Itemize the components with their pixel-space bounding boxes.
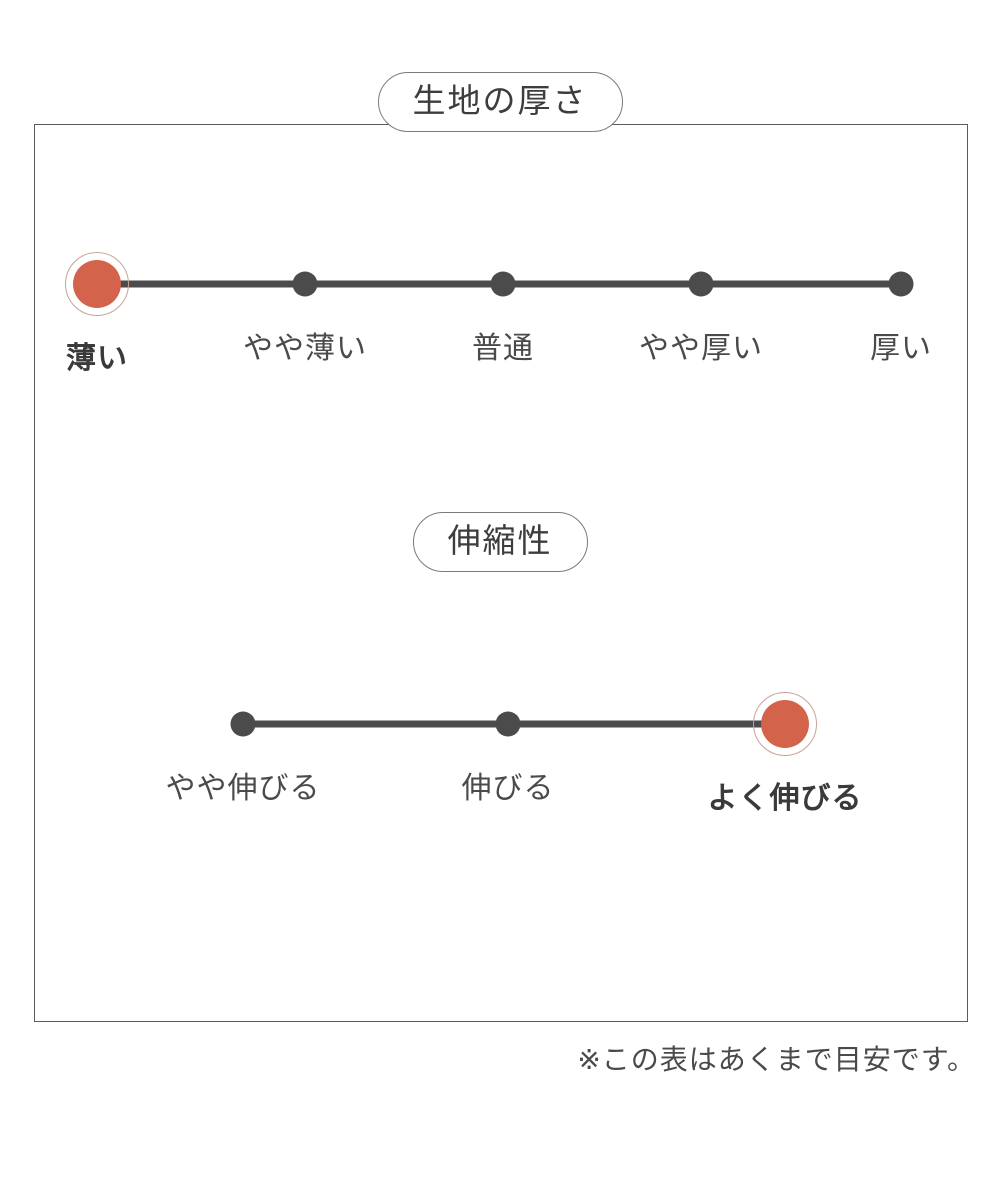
section-thickness-title: 生地の厚さ [377,72,623,132]
thickness-label-yaya-atsui: やや厚い [639,331,763,366]
footnote-disclaimer: ※この表はあくまで目安です。 [577,1043,976,1076]
scale-dot-icon [495,711,521,737]
section-thickness: 生地の厚さ 薄い やや薄い 普通 やや厚い [0,72,1000,375]
stretch-scale: やや伸びる 伸びる よく伸びる [0,648,1000,815]
section-stretch: 伸縮性 やや伸びる 伸びる よく伸びる [0,512,1000,815]
thickness-scale: 薄い やや薄い 普通 やや厚い 厚い [0,208,1000,375]
section-stretch-title-row: 伸縮性 [0,512,1000,572]
scale-dot-icon [73,260,121,308]
scale-dot-icon [888,271,914,297]
section-thickness-title-row: 生地の厚さ [0,72,1000,132]
thickness-label-atsui: 厚い [870,331,932,366]
selection-ring-icon [753,692,817,756]
scale-dot-icon [688,271,714,297]
scale-dot-icon [761,700,809,748]
scale-dot-icon [292,271,318,297]
stretch-label-yoku-nobiru: よく伸びる [707,781,863,816]
stretch-label-nobiru: 伸びる [461,771,555,806]
thickness-label-yaya-usui: やや薄い [243,331,367,366]
scale-dot-icon [490,271,516,297]
selection-ring-icon [65,252,129,316]
stretch-label-yaya-nobiru: やや伸びる [165,771,321,806]
thickness-label-futsuu: 普通 [472,331,534,366]
scale-dot-icon [230,711,256,737]
thickness-label-usui: 薄い [66,341,128,376]
section-stretch-title: 伸縮性 [412,512,588,572]
